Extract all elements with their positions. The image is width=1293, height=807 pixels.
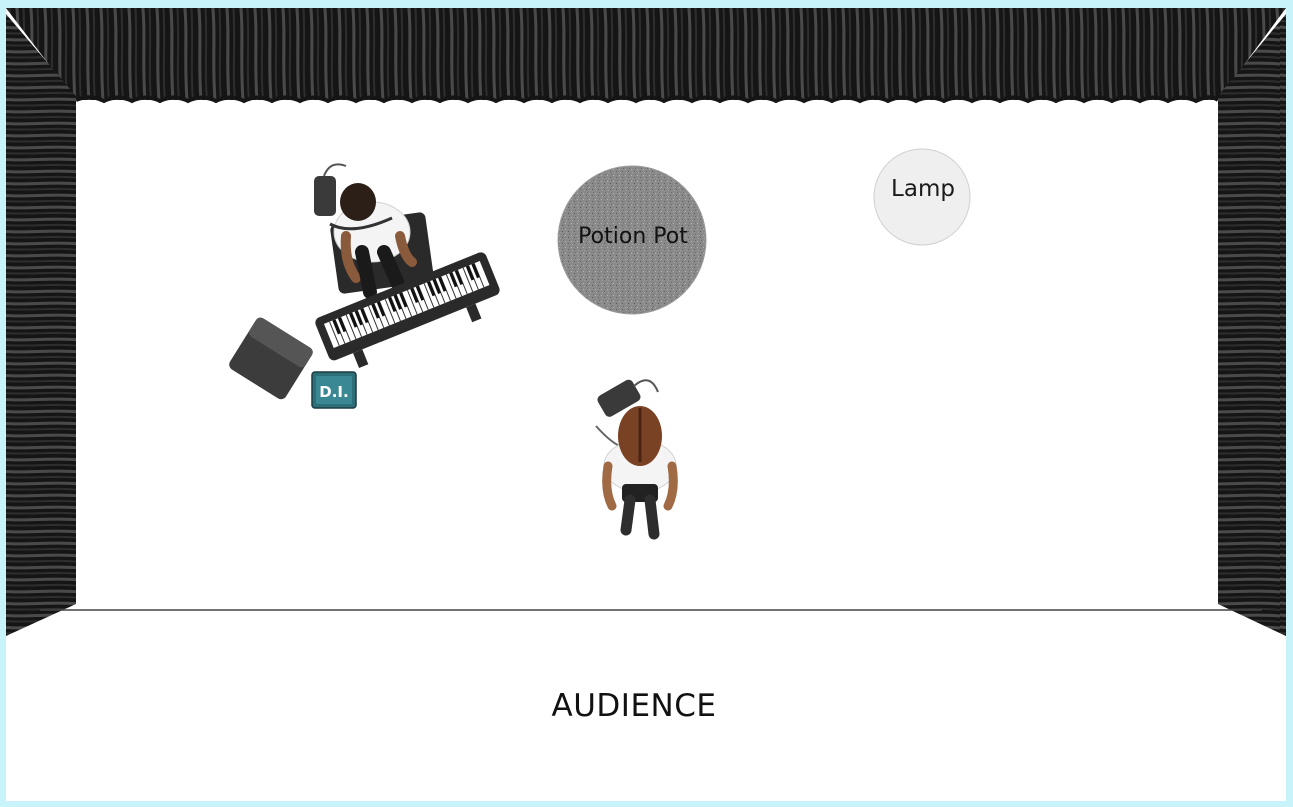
monitor-wedge-icon[interactable] [227, 316, 315, 402]
keyboard-player-icon[interactable] [314, 164, 434, 294]
potion-pot-label: Potion Pot [558, 224, 708, 249]
singer-icon[interactable] [596, 378, 676, 534]
curtain-left [6, 14, 76, 636]
lamp-label: Lamp [874, 176, 972, 202]
audience-label: AUDIENCE [484, 688, 784, 724]
wireless-pack-icon [314, 176, 336, 216]
di-box-icon[interactable]: D.I. [312, 372, 356, 408]
curtain-right [1218, 14, 1286, 636]
curtain-top [6, 8, 1286, 101]
di-box-label: D.I. [319, 383, 348, 401]
